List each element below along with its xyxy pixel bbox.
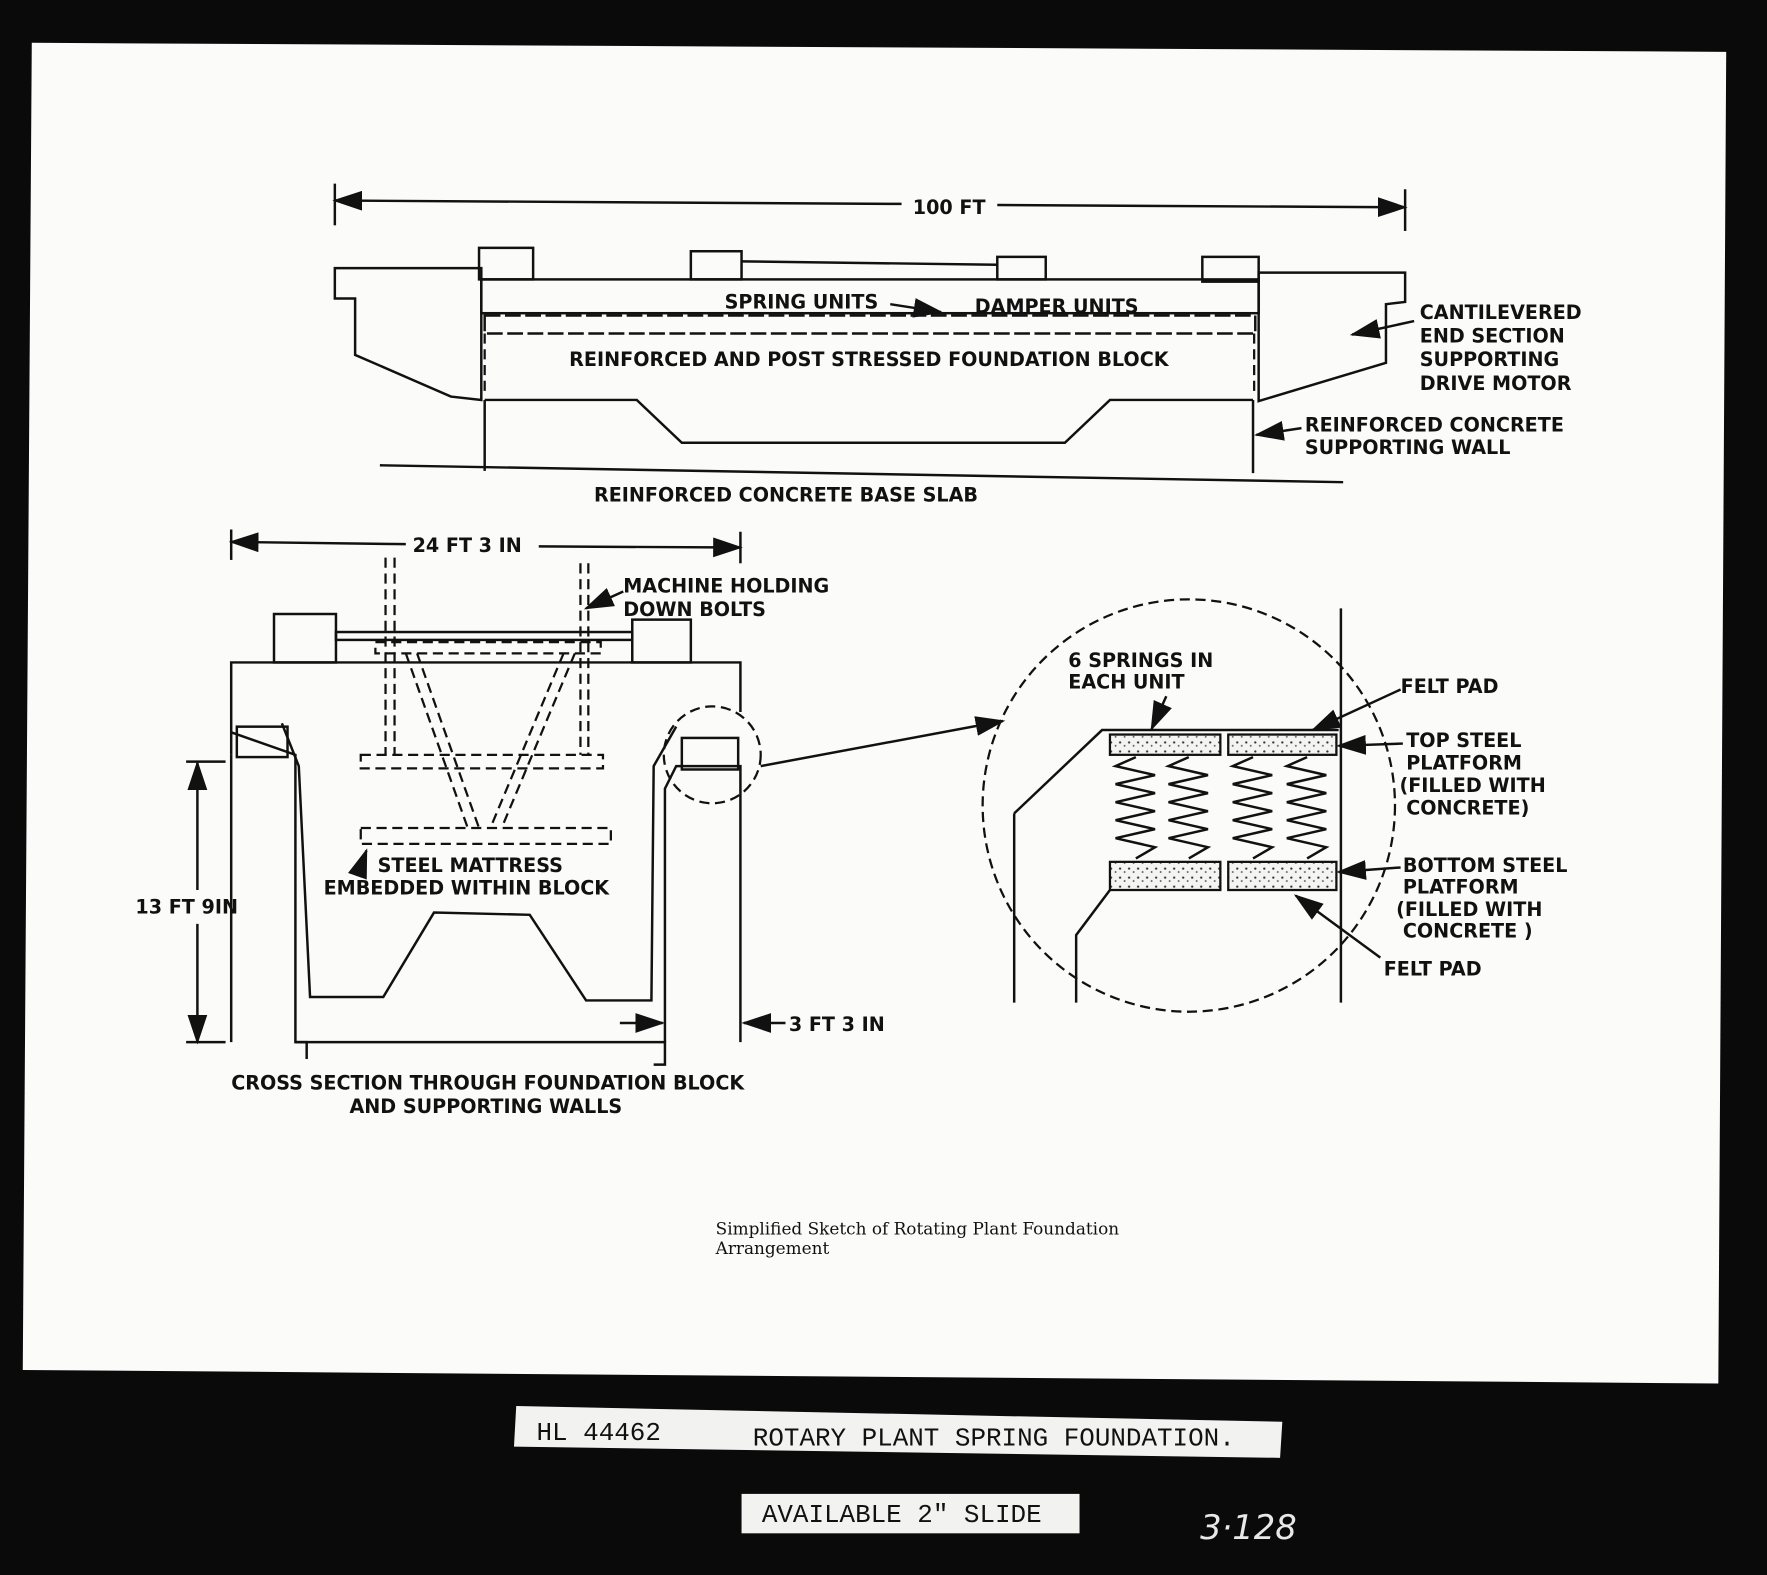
spring-units-label: SPRING UNITS [725, 291, 879, 314]
slide-availability: AVAILABLE 2" SLIDE [762, 1500, 1042, 1530]
spring-coils [1111, 755, 1330, 860]
cantilever-label: CANTILEVERED [1420, 301, 1582, 324]
cross-section-title: AND SUPPORTING WALLS [349, 1095, 622, 1118]
cross-section-title: CROSS SECTION THROUGH FOUNDATION BLOCK [231, 1071, 745, 1094]
elevation-view: 100 FT SPRING UNITS DAMPER UNITS REINFOR… [332, 183, 1582, 506]
paper-sheet [22, 42, 1727, 1384]
bottom-platform-label: CONCRETE ) [1403, 919, 1533, 942]
top-platform-label: (FILLED WITH [1399, 774, 1545, 797]
height-label: 13 FT 9IN [135, 896, 238, 919]
bottom-platform-label: PLATFORM [1403, 875, 1519, 898]
foundation-block-label: REINFORCED AND POST STRESSED FOUNDATION … [569, 348, 1170, 371]
bottom-platform-label: BOTTOM STEEL [1403, 854, 1568, 877]
wall-label: SUPPORTING WALL [1305, 436, 1511, 459]
bolts-label: MACHINE HOLDING [623, 575, 829, 598]
felt-pad-bottom-label: FELT PAD [1384, 958, 1482, 981]
figure-caption: Simplified Sketch of Rotating Plant Foun… [716, 1219, 1120, 1239]
cross-section-view: 24 FT 3 IN MACHINE HOLDING DOWN BOLTS ST… [135, 529, 1006, 1118]
springs-label: EACH UNIT [1068, 670, 1184, 693]
base-slab-label: REINFORCED CONCRETE BASE SLAB [594, 483, 978, 506]
width-label: 24 FT 3 IN [413, 534, 522, 557]
bolts-label: DOWN BOLTS [623, 598, 766, 621]
wall-thickness-label: 3 FT 3 IN [789, 1013, 885, 1036]
mattress-label: STEEL MATTRESS [378, 854, 563, 877]
figure-caption: Arrangement [715, 1238, 830, 1258]
wall-label: REINFORCED CONCRETE [1305, 413, 1564, 436]
cantilever-label: DRIVE MOTOR [1420, 372, 1572, 395]
handwritten-number: 3·128 [1200, 1508, 1297, 1547]
cantilever-label: SUPPORTING [1420, 348, 1559, 371]
top-platform-label: PLATFORM [1406, 751, 1522, 774]
slide-label: HL 44462 ROTARY PLANT SPRING FOUNDATION.… [513, 1406, 1297, 1547]
overall-length-label: 100 FT [913, 196, 986, 219]
felt-pad-top-label: FELT PAD [1401, 675, 1499, 698]
damper-units-label: DAMPER UNITS [975, 295, 1139, 318]
spring-unit-detail: 6 SPRINGS IN EACH UNIT FELT PAD TOP STEE… [981, 598, 1568, 1013]
top-platform-label: TOP STEEL [1406, 729, 1521, 752]
slide-id: HL 44462 [537, 1418, 661, 1448]
mattress-label: EMBEDDED WITHIN BLOCK [324, 877, 611, 900]
springs-label: 6 SPRINGS IN [1068, 649, 1213, 672]
top-platform-label: CONCRETE) [1406, 797, 1529, 820]
slide-title: ROTARY PLANT SPRING FOUNDATION. [753, 1423, 1235, 1453]
bottom-platform-label: (FILLED WITH [1396, 898, 1542, 921]
cantilever-label: END SECTION [1420, 324, 1565, 347]
